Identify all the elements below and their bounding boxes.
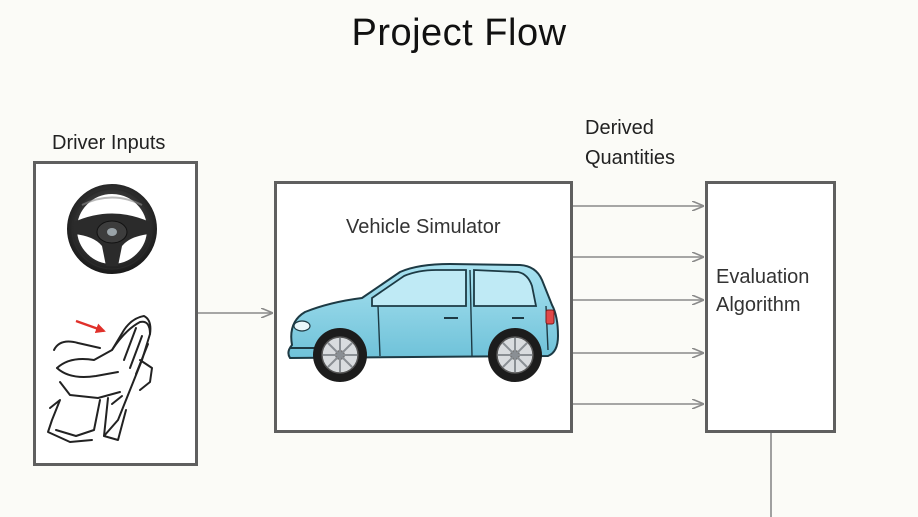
foot-pedal-icon xyxy=(47,315,153,443)
derived-quantities-label-line2: Quantities xyxy=(585,147,676,169)
steering-wheel-icon xyxy=(67,184,157,274)
diagram-title: Project Flow xyxy=(351,12,567,54)
evaluation-algorithm-box xyxy=(705,181,836,433)
derived-quantities-label-line1: Derived xyxy=(585,117,654,139)
vehicle-simulator-label: Vehicle Simulator xyxy=(346,216,501,238)
driver-inputs-label: Driver Inputs xyxy=(52,132,166,154)
evaluation-label-line2: Algorithm xyxy=(716,294,801,316)
pedal-press-arrow-icon xyxy=(75,319,106,334)
evaluation-label-line1: Evaluation xyxy=(716,266,810,288)
driver-inputs-box xyxy=(33,161,198,466)
car-icon xyxy=(287,262,560,382)
